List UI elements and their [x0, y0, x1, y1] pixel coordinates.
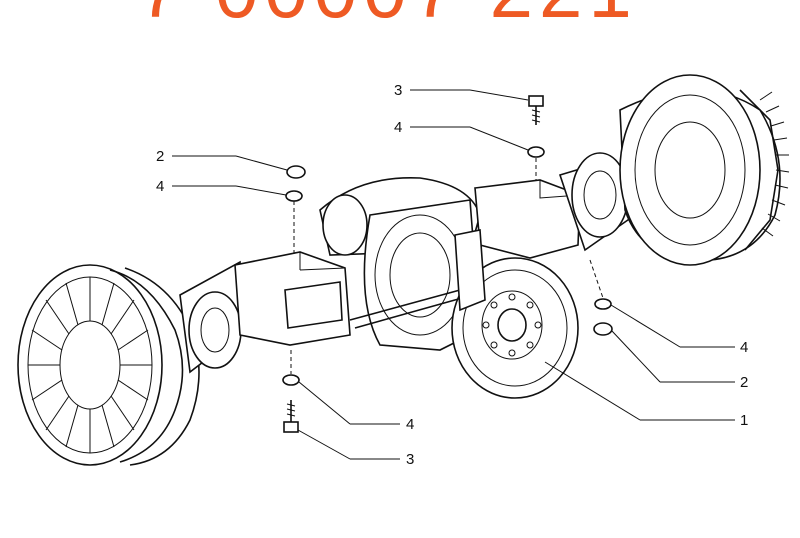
callout-2-right: 2 — [740, 374, 748, 391]
callout-3-bottom: 3 — [406, 451, 414, 468]
bolt-top — [528, 95, 544, 125]
nut-right — [593, 322, 613, 336]
callout-1-right: 1 — [740, 412, 748, 429]
callout-3-top: 3 — [394, 82, 402, 99]
washer-left — [285, 190, 303, 202]
callout-4-top: 4 — [394, 119, 402, 136]
right-wheel-hub — [619, 74, 790, 266]
part-number-title: 7 00007 221 — [138, 0, 678, 20]
washer-top — [527, 146, 545, 158]
callout-4-right: 4 — [740, 339, 748, 356]
leader-lines — [172, 89, 735, 460]
left-axle-tube — [179, 251, 351, 374]
nut-left — [286, 165, 306, 179]
callout-4-bottom: 4 — [406, 416, 414, 433]
callout-4-left: 4 — [156, 178, 164, 195]
brake-disc — [451, 229, 579, 399]
bolt-bottom — [283, 400, 299, 433]
callout-2-left: 2 — [156, 148, 164, 165]
washer-bottom — [282, 374, 300, 386]
axis-right — [589, 259, 604, 299]
washer-right — [594, 298, 612, 310]
left-wheel-hub — [17, 264, 200, 466]
right-axle-tube — [474, 152, 637, 259]
differential-housing — [319, 176, 521, 351]
